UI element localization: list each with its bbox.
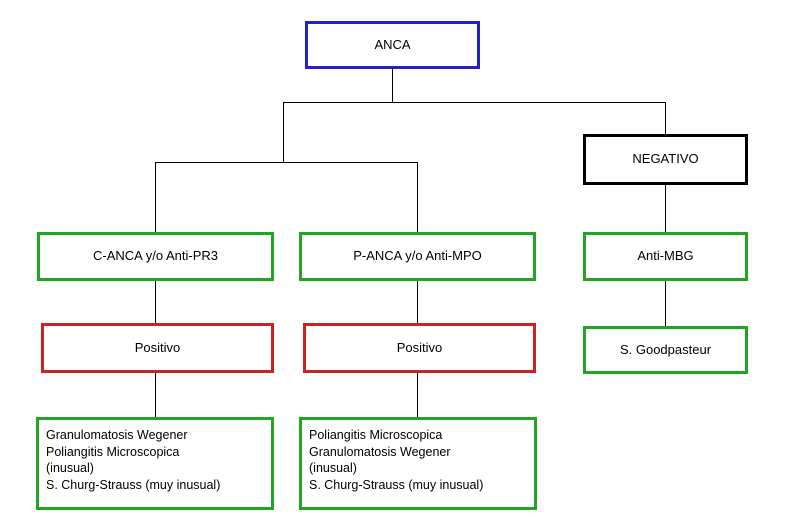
connector-positive-stem	[283, 102, 284, 162]
node-positivo-right[interactable]: Positivo	[303, 323, 536, 373]
node-p-anca-label: P-ANCA y/o Anti-MPO	[353, 248, 482, 264]
node-diagnoses-left[interactable]: Granulomatosis Wegener Poliangitis Micro…	[36, 417, 274, 510]
node-anca-root-label: ANCA	[374, 36, 411, 52]
connector-negativo-to-anti-mbg	[665, 185, 666, 232]
connector-top-bus	[283, 102, 666, 103]
diagnoses-right-line-4: S. Churg-Strauss (muy inusual)	[309, 477, 484, 492]
node-negativo[interactable]: NEGATIVO	[583, 134, 748, 185]
node-anca-root[interactable]: ANCA	[305, 21, 480, 69]
connector-positivo-to-diagnoses-left	[155, 373, 156, 417]
connector-root-down	[392, 69, 393, 102]
node-goodpasteur[interactable]: S. Goodpasteur	[583, 326, 748, 374]
connector-subtype-bus	[155, 162, 417, 163]
node-positivo-right-label: Positivo	[396, 339, 443, 355]
connector-positivo-to-diagnoses-right	[417, 373, 418, 417]
diagnoses-left-line-2: Poliangitis Microscopica	[46, 444, 180, 459]
node-positivo-left[interactable]: Positivo	[41, 323, 274, 373]
connector-c-anca-to-positivo	[155, 281, 156, 323]
diagnoses-right-line-1: Poliangitis Microscopica	[309, 428, 443, 442]
connector-to-negativo	[665, 102, 666, 134]
connector-to-p-anca	[417, 162, 418, 232]
connector-anti-mbg-to-goodpasteur	[665, 281, 666, 326]
node-anti-mbg[interactable]: Anti-MBG	[583, 232, 748, 281]
diagnoses-right-line-3: (inusual)	[309, 461, 357, 475]
node-positivo-left-label: Positivo	[134, 339, 181, 355]
node-c-anca-label: C-ANCA y/o Anti-PR3	[93, 248, 218, 264]
diagnoses-left-line-4: S. Churg-Strauss (muy inusual)	[46, 477, 221, 492]
node-c-anca[interactable]: C-ANCA y/o Anti-PR3	[37, 232, 274, 281]
diagnoses-left-line-3: (inusual)	[46, 461, 94, 475]
connector-to-c-anca	[155, 162, 156, 232]
diagnoses-left-line-1: Granulomatosis Wegener	[46, 428, 188, 442]
node-anti-mbg-label: Anti-MBG	[637, 248, 694, 264]
node-p-anca[interactable]: P-ANCA y/o Anti-MPO	[299, 232, 536, 281]
node-negativo-label: NEGATIVO	[632, 151, 699, 167]
node-goodpasteur-label: S. Goodpasteur	[619, 341, 712, 357]
diagnoses-right-line-2: Granulomatosis Wegener	[309, 444, 451, 459]
node-diagnoses-right[interactable]: Poliangitis Microscopica Granulomatosis …	[299, 417, 537, 510]
connector-p-anca-to-positivo	[417, 281, 418, 323]
